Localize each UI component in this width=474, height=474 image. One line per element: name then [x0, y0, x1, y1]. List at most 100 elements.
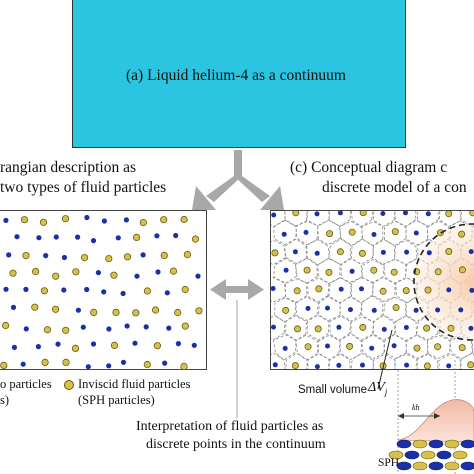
panel-b-caption-line2: two types of fluid particles [0, 179, 167, 196]
inviscid-particle [391, 228, 399, 236]
viscous-particle [283, 267, 289, 273]
voronoi-cell [284, 238, 307, 264]
viscous-particle [413, 307, 419, 313]
viscous-particle [90, 238, 97, 244]
inviscid-particle [123, 253, 132, 261]
inviscid-particle [22, 252, 30, 260]
continuum-box [72, 0, 406, 148]
inviscid-particle [43, 326, 52, 334]
voronoi-cell [329, 315, 351, 341]
legend-inviscid-line2: (SPH particles) [78, 393, 155, 407]
viscous-particle [337, 211, 343, 216]
sph-viscous-particle [396, 439, 412, 449]
sph-viscous-particle [436, 450, 452, 460]
voronoi-cell [295, 296, 319, 321]
viscous-particle [380, 211, 386, 216]
inviscid-particle [458, 230, 466, 238]
inviscid-particle [293, 287, 301, 295]
sph-viscous-particle [404, 450, 420, 460]
inviscid-particle [110, 341, 119, 349]
viscous-particle [336, 324, 342, 330]
inviscid-particle [0, 361, 8, 369]
viscous-particle [348, 307, 353, 313]
viscous-particle [75, 234, 81, 240]
viscous-particle [90, 341, 97, 347]
voronoi-cell [361, 334, 385, 360]
viscous-particle [95, 270, 101, 276]
viscous-particle [446, 287, 452, 293]
viscous-particle [281, 231, 287, 237]
viscous-particle [3, 286, 9, 292]
fork-arrow [192, 150, 284, 210]
inviscid-particle [434, 343, 442, 351]
voronoi-cell [450, 373, 472, 398]
inviscid-particle [304, 343, 312, 351]
sph-inviscid-particle [444, 439, 460, 449]
viscous-particle [425, 211, 431, 217]
inviscid-particle [315, 285, 323, 293]
inviscid-particle [191, 235, 200, 243]
inviscid-particle [346, 342, 354, 350]
inviscid-particle [359, 211, 367, 217]
viscous-particle [457, 383, 462, 388]
inviscid-particle [132, 309, 140, 317]
viscous-particle [403, 211, 408, 216]
viscous-particle [359, 286, 364, 292]
kernel-bell [397, 399, 474, 443]
sph-viscous-particle [428, 461, 444, 471]
viscous-particle [371, 232, 377, 237]
inviscid-particle [139, 219, 147, 227]
voronoi-cell [373, 314, 396, 341]
sph-inviscid-particle [412, 439, 428, 449]
voronoi-cell [271, 352, 286, 369]
voronoi-cell [372, 211, 396, 227]
sph-inviscid-particle [452, 450, 468, 460]
inviscid-particle [325, 268, 333, 276]
inviscid-particle [61, 215, 70, 223]
panel-c-caption-line1: (c) Conceptual diagram c [290, 159, 448, 176]
viscous-particle [162, 360, 168, 366]
viscous-particle [75, 307, 81, 313]
viscous-particle [338, 286, 344, 292]
inviscid-particle [467, 361, 474, 369]
inviscid-particle [41, 358, 49, 366]
viscous-particle [43, 253, 49, 259]
inviscid-particle [181, 285, 189, 294]
inviscid-particle [151, 306, 160, 314]
voronoi-cell [384, 220, 407, 247]
viscous-particle [154, 233, 160, 239]
inviscid-particle [293, 325, 301, 333]
sph-particle-cluster [388, 439, 474, 471]
viscous-particle [115, 235, 121, 241]
viscous-particle [380, 249, 386, 255]
interpretation-line2: discrete points in the continuum [146, 437, 326, 452]
panel-c-caption-line2: discrete model of a con [322, 179, 467, 196]
viscous-particle [271, 286, 276, 291]
inviscid-particle [31, 267, 40, 276]
inviscid-particle [39, 218, 48, 226]
viscous-particle [101, 289, 107, 295]
inviscid-particle [40, 287, 49, 295]
inviscid-particle [336, 248, 344, 256]
voronoi-cell [285, 352, 308, 369]
viscous-particle [325, 305, 330, 311]
inviscid-particle [133, 233, 141, 241]
inviscid-particle [110, 271, 118, 279]
inviscid-particle [436, 229, 444, 237]
viscous-particle [435, 307, 441, 313]
inviscid-particle [160, 251, 168, 259]
voronoi-cell [361, 221, 384, 247]
voronoi-cell [361, 259, 385, 283]
viscous-particle [106, 363, 112, 369]
voronoi-cell [307, 277, 330, 303]
voronoi-cell [429, 373, 451, 397]
viscous-particle [106, 326, 112, 332]
viscous-particle [61, 287, 67, 293]
voronoi-cell [384, 373, 405, 397]
viscous-particle [175, 341, 181, 347]
inviscid-particle [326, 230, 334, 238]
inviscid-particle [392, 303, 400, 311]
viscous-particle [292, 249, 298, 255]
voronoi-cell [295, 334, 319, 361]
inviscid-particle [20, 216, 29, 224]
